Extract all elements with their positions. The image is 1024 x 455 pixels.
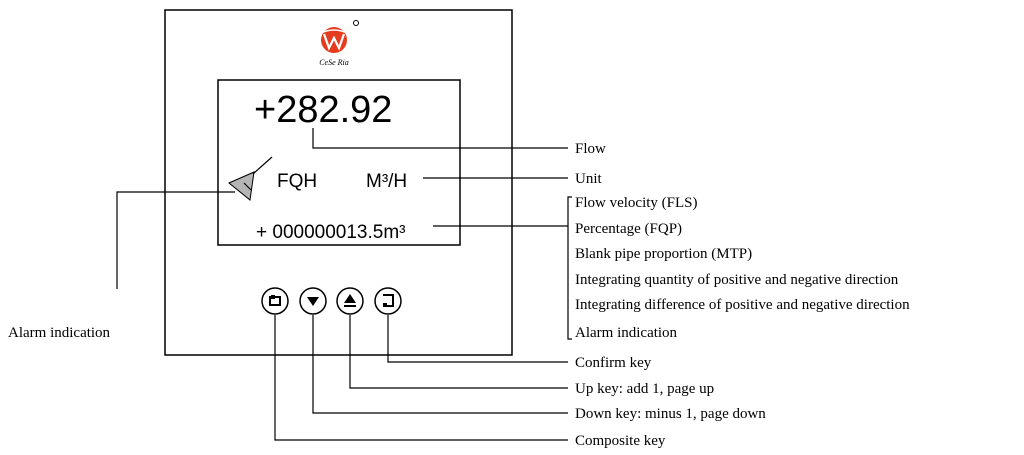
down-key[interactable] — [299, 287, 327, 315]
brand-logo: CeSe Ria — [319, 20, 359, 67]
composite-callout: Composite key — [575, 433, 666, 449]
multi-callout-item: Alarm indication — [575, 325, 678, 341]
confirm-key[interactable] — [374, 287, 402, 315]
up-leader — [349, 315, 568, 389]
multi-callout-item: Percentage (FQP) — [575, 221, 682, 237]
up-key[interactable] — [336, 287, 364, 315]
multi-callout-item: Blank pipe proportion (MTP) — [575, 246, 752, 262]
lcd-screen — [217, 79, 461, 246]
down-leader — [312, 315, 568, 414]
confirm-leader — [387, 315, 568, 363]
unit-callout: Unit — [575, 171, 603, 187]
brand-text: CeSe Ria — [319, 58, 349, 67]
alarm-callout: Alarm indication — [8, 325, 111, 341]
flow-label: FQH — [277, 171, 317, 192]
flow-leader — [312, 128, 568, 149]
flow-value: +282.92 — [254, 89, 392, 131]
confirm-callout: Confirm key — [575, 355, 652, 371]
alarm-speaker-icon — [228, 156, 273, 201]
multi-callout-item: Integrating difference of positive and n… — [575, 297, 910, 313]
composite-leader — [274, 315, 568, 441]
multi-callout-item: Flow velocity (FLS) — [575, 195, 698, 211]
flow-callout: Flow — [575, 141, 606, 157]
up-callout: Up key: add 1, page up — [575, 381, 714, 397]
device-panel — [164, 9, 513, 356]
composite-key[interactable] — [261, 287, 289, 315]
multi-callout-item: Integrating quantity of positive and neg… — [575, 272, 899, 288]
alarm-leader — [116, 191, 235, 289]
down-callout: Down key: minus 1, page down — [575, 406, 766, 422]
total-display: + 000000013.5m³ — [256, 222, 405, 243]
multi-bracket — [567, 196, 572, 340]
unit-display: M³/H — [366, 171, 407, 192]
